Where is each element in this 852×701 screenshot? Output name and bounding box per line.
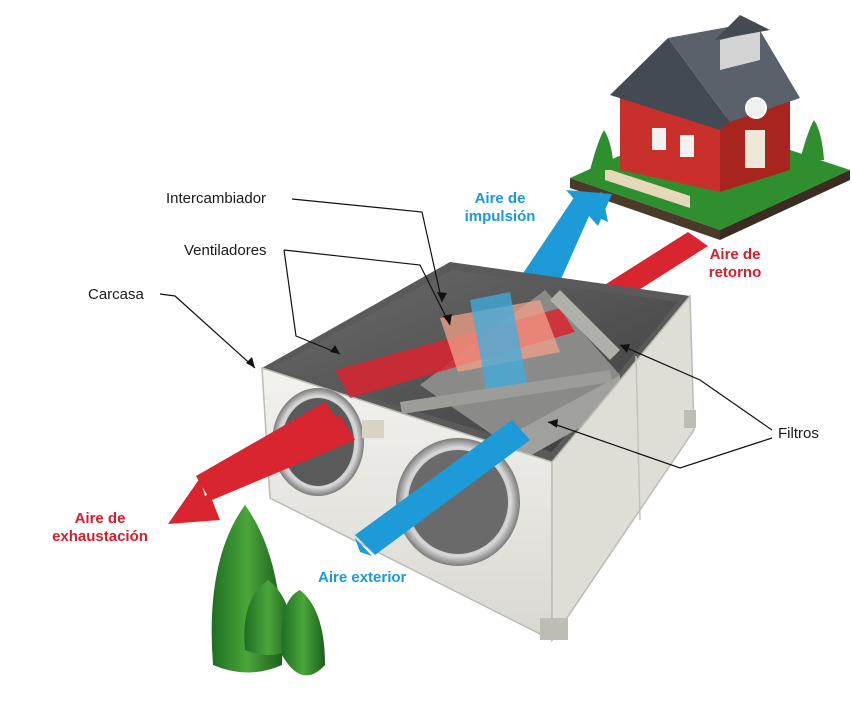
label-carcasa: Carcasa (88, 286, 144, 303)
label-aire-retorno-line2: retorno (708, 264, 762, 281)
label-aire-impulsion: Aire de impulsión (452, 190, 548, 226)
label-aire-exterior: Aire exterior (318, 569, 407, 586)
label-filtros: Filtros (778, 425, 819, 442)
label-ventiladores: Ventiladores (184, 242, 267, 259)
label-aire-exhaustacion-line1: Aire de (74, 510, 126, 527)
leader-lines (159, 198, 773, 469)
house-icon (570, 15, 850, 240)
arrow-icon (168, 402, 355, 524)
leader-arrowheads (246, 292, 630, 428)
label-aire-retorno-line1: Aire de (709, 246, 761, 263)
label-aire-impulsion-line1: Aire de (474, 190, 526, 207)
label-aire-exhaustacion: Aire de exhaustación (40, 510, 160, 546)
label-aire-exhaustacion-line2: exhaustación (52, 528, 148, 545)
label-aire-retorno: Aire de retorno (694, 246, 776, 282)
label-aire-impulsion-line2: impulsión (464, 208, 536, 225)
arrow-icon (355, 420, 530, 556)
tree-icon (211, 505, 325, 676)
label-intercambiador: Intercambiador (166, 190, 267, 207)
